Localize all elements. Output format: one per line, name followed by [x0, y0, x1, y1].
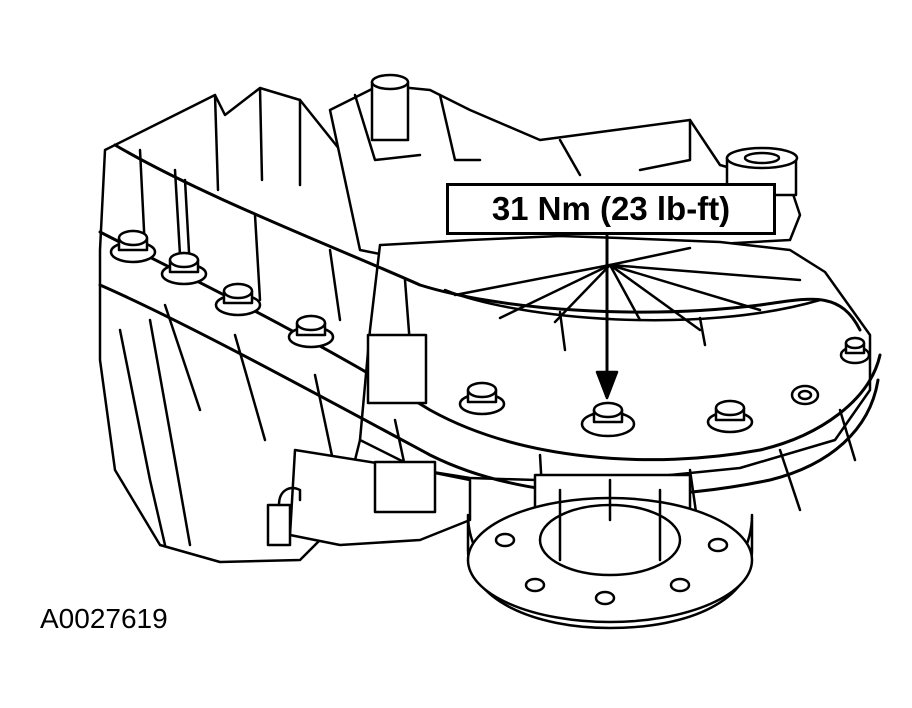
- bolt: [287, 314, 335, 349]
- vent-tube-top: [370, 73, 410, 91]
- breather-hose: [277, 486, 302, 507]
- lower-boss: [373, 460, 437, 514]
- housing-rib: [138, 86, 302, 257]
- flange-rim-outer: [98, 230, 882, 462]
- mid-boss: [366, 333, 428, 405]
- flange-bolts: [109, 229, 871, 438]
- bolt: [214, 282, 262, 317]
- inner-rim: [443, 288, 822, 322]
- bolt: [458, 381, 506, 416]
- flange-rim-inner: [98, 283, 880, 497]
- bolt: [109, 229, 157, 264]
- flange-hole: [707, 537, 729, 553]
- band-gusset: [183, 178, 707, 352]
- flange-hole: [594, 590, 616, 606]
- flange-hole: [494, 532, 516, 548]
- bolt: [160, 251, 208, 286]
- top-rib: [353, 93, 692, 177]
- bolt: [839, 336, 871, 365]
- breather-fitting: [266, 503, 292, 547]
- flange-hole: [524, 577, 546, 593]
- torque-callout: 31 Nm (23 lb-ft): [446, 183, 776, 235]
- bolt: [706, 399, 754, 434]
- arrow-head-icon: [595, 370, 619, 400]
- vent-tube: [370, 80, 410, 142]
- radial-rib: [453, 246, 802, 332]
- shaft-rib: [558, 478, 662, 562]
- bolt: [580, 401, 636, 438]
- right-boss-hole: [743, 151, 781, 165]
- flange-hole: [669, 577, 691, 593]
- flange-rim-top: [113, 143, 862, 332]
- figure-id: A0027619: [40, 603, 168, 634]
- bolt-hole: [797, 389, 813, 401]
- torque-value: 31 Nm (23 lb-ft): [491, 190, 731, 227]
